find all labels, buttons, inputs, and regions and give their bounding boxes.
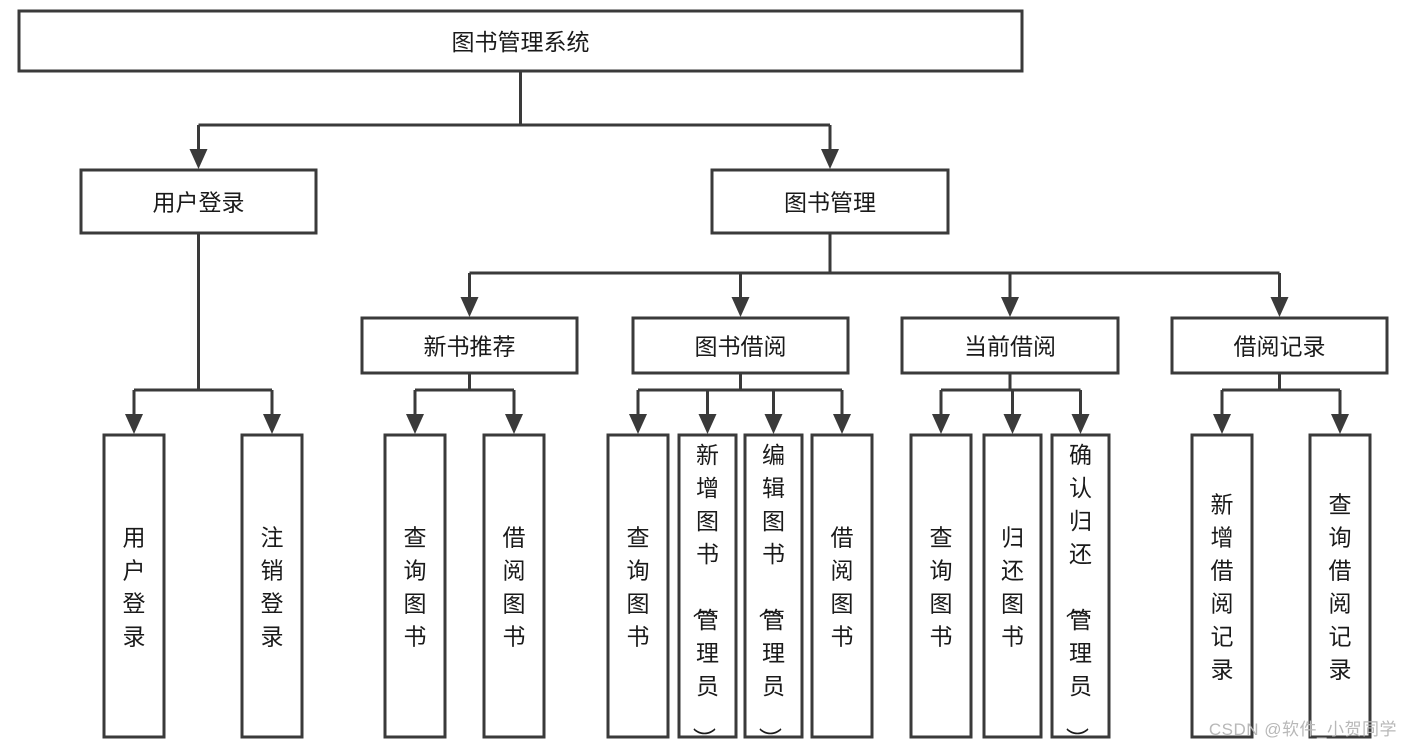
node-leaf-query-record[interactable]: 查询借阅记录 (1308, 433, 1372, 739)
node-box (482, 433, 546, 739)
node-label: 查询图书 (930, 525, 953, 650)
node-leaf-return-book[interactable]: 归还图书 (982, 433, 1043, 739)
node-label: 图书借阅 (695, 334, 787, 360)
node-box (710, 168, 950, 235)
node-box (1050, 433, 1111, 739)
node-root[interactable]: 图书管理系统 (17, 9, 1024, 73)
arrow-head-icon (629, 414, 647, 434)
arrow-head-icon (1001, 297, 1019, 317)
arrow-head-icon (189, 149, 208, 169)
node-leaf-query-book-1[interactable]: 查询图书 (383, 433, 447, 739)
node-label: 查询借阅记录 (1329, 492, 1352, 683)
node-label: 借阅图书 (503, 525, 526, 650)
arrow-head-icon (1071, 414, 1090, 434)
node-leaf-add-record[interactable]: 新增借阅记录 (1190, 433, 1254, 739)
node-box (383, 433, 447, 739)
node-leaf-query-book-3[interactable]: 查询图书 (909, 433, 973, 739)
node-label: 图书管理 (784, 190, 876, 216)
node-label: 用户登录 (153, 190, 245, 216)
node-layer: 图书管理系统用户登录图书管理新书推荐图书借阅当前借阅借阅记录用户登录注销登录查询… (17, 9, 1389, 747)
arrow-head-icon (505, 414, 523, 434)
arrow-head-icon (406, 414, 424, 434)
node-box (631, 316, 850, 375)
arrow-head-icon (460, 297, 479, 317)
arrow-head-icon (1331, 414, 1349, 434)
arrow-head-icon (932, 414, 950, 434)
node-leaf-borrow-book-1[interactable]: 借阅图书 (482, 433, 546, 739)
node-leaf-add-book[interactable]: 新增图书（管理员） (677, 433, 738, 747)
node-book-borrow[interactable]: 图书借阅 (631, 316, 850, 375)
node-label: 借阅图书 (831, 525, 854, 650)
arrow-head-icon (125, 414, 143, 434)
node-box (360, 316, 579, 375)
node-box (1170, 316, 1389, 375)
arrow-head-icon (263, 414, 281, 434)
node-box (17, 9, 1024, 73)
node-leaf-confirm-return[interactable]: 确认归还（管理员） (1050, 433, 1111, 747)
node-borrow-record[interactable]: 借阅记录 (1170, 316, 1389, 375)
node-label: 归还图书 (1001, 525, 1024, 650)
arrow-head-icon (1270, 297, 1289, 317)
node-box (1190, 433, 1254, 739)
node-box (79, 168, 318, 235)
node-label: 注销登录 (261, 525, 284, 650)
node-label: 新书推荐 (424, 334, 516, 360)
node-label: 编辑图书（管理员） (757, 442, 785, 747)
arrow-head-icon (731, 297, 750, 317)
node-label: 借阅记录 (1234, 334, 1326, 360)
arrow-head-icon (698, 414, 717, 434)
node-leaf-user-login[interactable]: 用户登录 (102, 433, 166, 739)
node-label: 查询图书 (627, 525, 650, 650)
node-label: 图书管理系统 (452, 29, 590, 55)
node-label: 查询图书 (404, 525, 427, 650)
node-current-borrow[interactable]: 当前借阅 (900, 316, 1120, 375)
node-user-login[interactable]: 用户登录 (79, 168, 318, 235)
node-leaf-borrow-book-2[interactable]: 借阅图书 (810, 433, 874, 739)
arrow-head-icon (1213, 414, 1231, 434)
node-box (102, 433, 166, 739)
arrow-head-icon (821, 149, 839, 169)
node-leaf-query-book-2[interactable]: 查询图书 (606, 433, 670, 739)
arrow-head-icon (764, 414, 783, 434)
node-box (900, 316, 1120, 375)
node-box (743, 433, 804, 739)
node-label: 新增借阅记录 (1211, 492, 1234, 683)
connector-layer (125, 71, 1349, 434)
node-label: 用户登录 (123, 525, 146, 650)
node-box (677, 433, 738, 739)
node-box (1308, 433, 1372, 739)
node-new-book-rec[interactable]: 新书推荐 (360, 316, 579, 375)
node-box (909, 433, 973, 739)
arrow-head-icon (833, 414, 851, 434)
node-label: 确认归还（管理员） (1064, 442, 1092, 747)
node-leaf-logout[interactable]: 注销登录 (240, 433, 304, 739)
arrow-head-icon (1003, 414, 1022, 434)
node-label: 当前借阅 (964, 334, 1056, 360)
node-box (240, 433, 304, 739)
node-box (606, 433, 670, 739)
node-label: 新增图书（管理员） (691, 442, 719, 747)
node-box (982, 433, 1043, 739)
node-box (810, 433, 874, 739)
node-book-manage[interactable]: 图书管理 (710, 168, 950, 235)
node-leaf-edit-book[interactable]: 编辑图书（管理员） (743, 433, 804, 747)
